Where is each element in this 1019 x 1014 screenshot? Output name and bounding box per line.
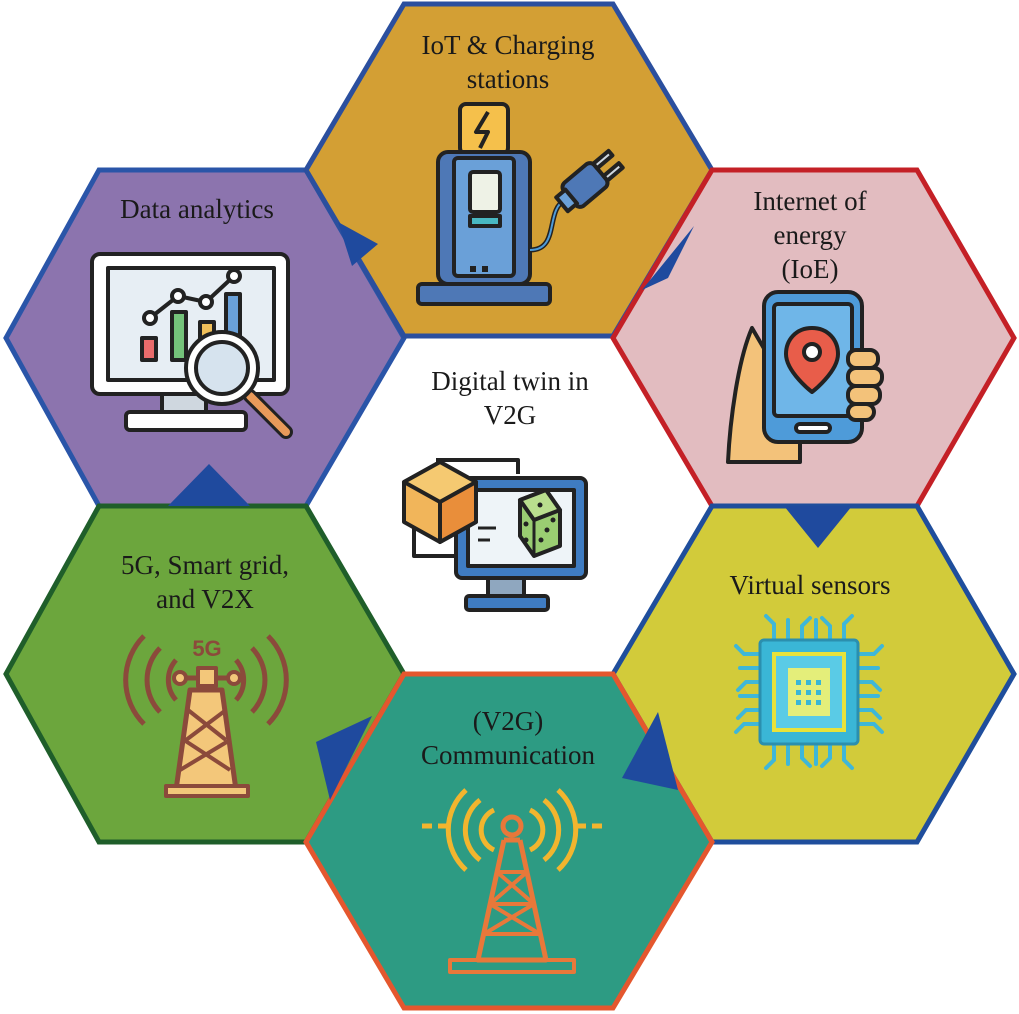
internet-of-energy-label-line2: energy (773, 220, 847, 250)
fiveg-label-line2: and V2X (156, 584, 254, 614)
5g-icon-label: 5G (192, 636, 221, 661)
communication-label: (V2G) Communication (380, 704, 636, 772)
internet-of-energy-label-line3: (IoE) (781, 254, 839, 284)
connector-arrow-fiveg-analytics (168, 464, 250, 506)
data-analytics-label-line1: Data analytics (120, 194, 274, 224)
data-analytics-label: Data analytics (80, 192, 314, 226)
connector-arrow-iot-ioe (642, 226, 694, 290)
iot-charging-label-line2: stations (466, 64, 550, 94)
center-title: Digital twin in V2G (390, 364, 630, 432)
communication-label-line2: Communication (421, 740, 595, 770)
connector-arrow-analytics-iot (338, 222, 378, 266)
smartphone-location-pin-icon (726, 290, 884, 464)
internet-of-energy-label-line1: Internet of (753, 186, 867, 216)
connector-arrows (168, 222, 852, 800)
connector-arrow-fiveg-communication (316, 716, 372, 800)
fiveg-label-line1: 5G, Smart grid, (121, 550, 289, 580)
connector-arrow-sensors-communication (622, 712, 678, 790)
analytics-monitor-magnifier-icon (90, 252, 293, 439)
iot-charging-label: IoT & Charging stations (390, 28, 626, 96)
radio-tower-icon (422, 788, 602, 974)
digital-twin-cube-monitor-icon (402, 458, 588, 612)
ev-charging-station-icon (416, 102, 625, 306)
microchip-sensor-icon (734, 614, 884, 770)
internet-of-energy-label: Internet of energy (IoE) (700, 184, 920, 286)
fiveg-label: 5G, Smart grid, and V2X (70, 548, 340, 616)
center-title-line1: Digital twin in (431, 366, 589, 396)
virtual-sensors-label-line1: Virtual sensors (729, 570, 891, 600)
iot-charging-label-line1: IoT & Charging (421, 30, 595, 60)
5g-tower-icon: 5G (123, 634, 289, 798)
virtual-sensors-label: Virtual sensors (690, 568, 930, 602)
center-title-line2: V2G (483, 400, 537, 430)
communication-label-line1: (V2G) (472, 706, 544, 736)
connector-arrow-ioe-sensors (784, 506, 852, 548)
